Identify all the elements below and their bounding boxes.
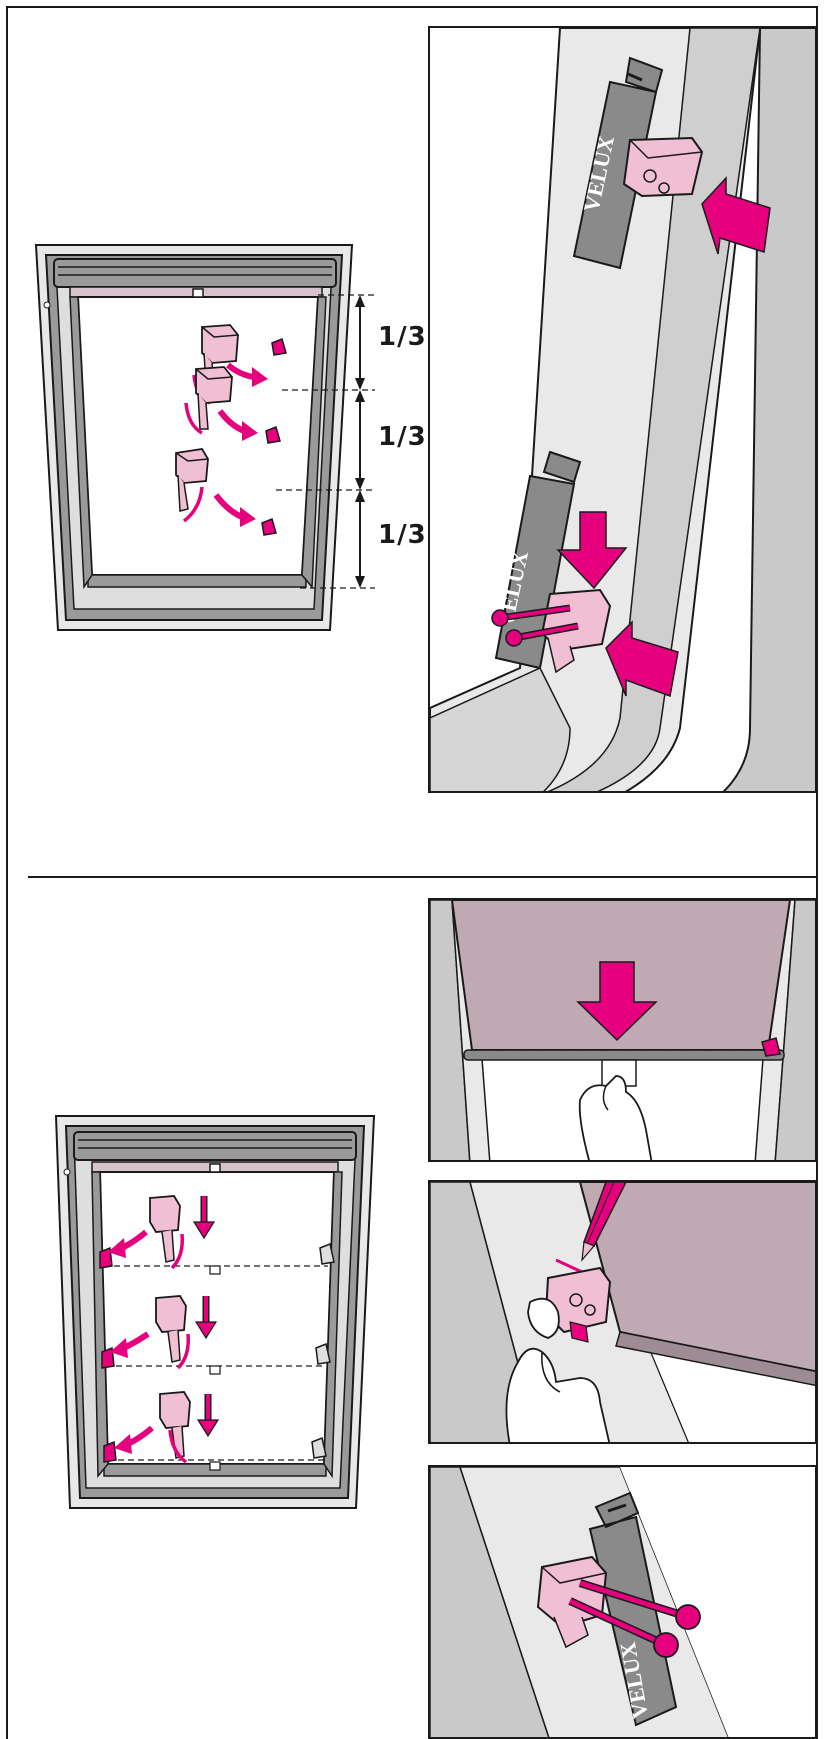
pencil-mark-detail-panel (428, 1180, 817, 1444)
window-align-guides-diagram (50, 1112, 380, 1512)
bracket-mounted-left-3 (104, 1442, 116, 1462)
blind-lower-detail-panel (428, 898, 817, 1162)
blind-top-cassette (74, 1132, 356, 1160)
section-divider (28, 876, 818, 878)
third-label-2: 1/3 (378, 422, 427, 452)
window-bracket-thirds-diagram (30, 235, 430, 635)
bracket-attach-detail-panel: VELUX VELUX (428, 26, 817, 793)
screw-bracket-detail-panel: VELUX (428, 1465, 817, 1739)
blind-top-cassette (54, 259, 336, 287)
bracket-upper (624, 138, 702, 196)
third-label-1: 1/3 (378, 322, 427, 352)
third-label-3: 1/3 (378, 520, 427, 550)
bottom-bar (464, 1050, 784, 1060)
